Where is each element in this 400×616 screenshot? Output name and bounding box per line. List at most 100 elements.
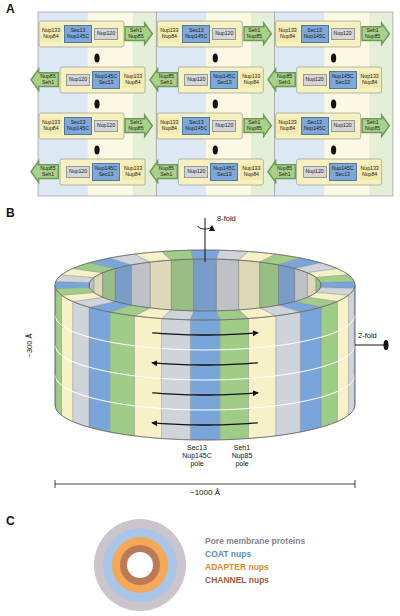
sec13-box: Nup145CSec13 (329, 71, 357, 88)
nup133-box: Nup133Nup84 (359, 72, 381, 87)
top-stripe (190, 311, 219, 320)
arrow-polygon (244, 23, 271, 44)
inner-stripe (89, 283, 91, 406)
nup-name: Nup84 (361, 172, 379, 178)
seh1-arrow: Seh1Nup85 (244, 118, 271, 133)
twofold-symbol (331, 146, 336, 155)
top-stripe (320, 282, 355, 289)
nup-name: Nup85 (247, 34, 262, 40)
label: C (6, 514, 15, 528)
ring-divider (55, 375, 355, 410)
ring (112, 537, 168, 593)
top-stripe (55, 282, 90, 289)
wall-stripe (55, 285, 57, 408)
seh1-arrow: Nup85Seh1 (268, 164, 295, 179)
nup-name: Nup120 (69, 169, 87, 175)
legend-text: COAT nups (205, 549, 251, 559)
twofold-symbol (213, 54, 218, 63)
twofold-symbol (94, 54, 99, 63)
nup-name: Nup145C (185, 126, 207, 132)
nup-name: Nup84 (279, 34, 297, 40)
wall-stripe (349, 288, 355, 415)
sec13-box: Nup145CSec13 (92, 163, 120, 180)
complex-band (157, 113, 242, 139)
nup-name: Sec13 (332, 172, 354, 178)
nup120-box: Nup120 (184, 74, 208, 86)
inner-stripe (194, 259, 217, 379)
eightfold-rotation (198, 226, 212, 229)
inner-wall (89, 259, 320, 405)
twofold-symbol (384, 340, 389, 350)
complex-band (276, 21, 361, 47)
nup-name: Nup85 (365, 126, 380, 132)
top-stripe (316, 275, 354, 283)
nup-name: Nup120 (306, 77, 324, 83)
nup-name: Sec13 (213, 172, 235, 178)
nup-name: Sec13 (95, 80, 117, 86)
nup-name: Sec13 (213, 80, 235, 86)
inner-stripe (131, 262, 150, 385)
nup-name: Seh1 (277, 80, 292, 86)
top-stripe (216, 310, 248, 320)
nup133-box: Nup133Nup84 (277, 118, 299, 133)
dimension-tick (355, 480, 356, 488)
nup-name: Nup120 (187, 169, 205, 175)
nup133-box: Nup133Nup84 (359, 164, 381, 179)
inner-stripe (94, 273, 103, 398)
complex-band (276, 113, 361, 139)
nup120-box: Nup120 (303, 166, 327, 178)
seh1-arrow: Nup85Seh1 (268, 72, 295, 87)
rotation-arrow (152, 423, 258, 425)
arrow-polygon (362, 23, 389, 44)
label: A (6, 2, 15, 16)
nup-name: Nup84 (124, 80, 142, 86)
nup-name: Nup145C (67, 126, 89, 132)
nup120-box: Nup120 (66, 166, 90, 178)
pore-channel (127, 552, 153, 578)
nup-name: Nup85 (128, 126, 143, 132)
nup120-box: Nup120 (94, 28, 118, 40)
nup-name: Nup84 (124, 172, 142, 178)
sec13-box: Sec13Nup145C (182, 25, 210, 42)
nup133-box: Nup133Nup84 (122, 164, 144, 179)
nup-name: Nup85 (247, 126, 262, 132)
nup-name: Nup84 (242, 80, 260, 86)
complex-band (60, 159, 145, 185)
twofold-symbol (213, 100, 218, 109)
complex-band (297, 159, 382, 185)
inner-stripe (90, 278, 94, 403)
rotation-arrow (152, 393, 258, 395)
arrow-polygon (244, 115, 271, 136)
nup-name: Nup84 (42, 126, 60, 132)
dimension-tick (55, 480, 56, 488)
sec13-box: Nup145CSec13 (92, 71, 120, 88)
nup-name: Nup84 (242, 172, 260, 178)
nup-name: Nup84 (160, 126, 178, 132)
sec13-box: Sec13Nup145C (301, 117, 329, 134)
nup-name: Nup85 (365, 34, 380, 40)
legend-text: CHANNEL nups (205, 575, 269, 585)
nup-name: Nup84 (160, 34, 178, 40)
seh1-arrow: Seh1Nup85 (125, 118, 152, 133)
nup-name: Nup120 (97, 31, 115, 37)
nup133-box: Nup133Nup84 (40, 118, 62, 133)
nup133-box: Nup133Nup84 (240, 164, 262, 179)
wall-stripe (56, 288, 62, 415)
nup120-box: Nup120 (303, 74, 327, 86)
seh1-arrow: Nup85Seh1 (31, 72, 58, 87)
seh1-arrow: Seh1Nup85 (362, 118, 389, 133)
nup-name: Nup84 (42, 34, 60, 40)
arrow-polygon (362, 115, 389, 136)
seh1-arrow: Seh1Nup85 (244, 26, 271, 41)
legend-text: ADAPTER nups (205, 562, 269, 572)
sec13-box: Nup145CSec13 (210, 163, 238, 180)
label: Sec13 Nup145C pole (181, 444, 213, 468)
nup-name: Seh1 (159, 172, 174, 178)
nup133-box: Nup133Nup84 (40, 26, 62, 41)
rotation-arrow (152, 333, 258, 335)
nup-name: Seh1 (277, 172, 292, 178)
top-stripe (56, 288, 94, 296)
nup-name: Nup120 (334, 123, 352, 129)
nup120-box: Nup120 (212, 120, 236, 132)
